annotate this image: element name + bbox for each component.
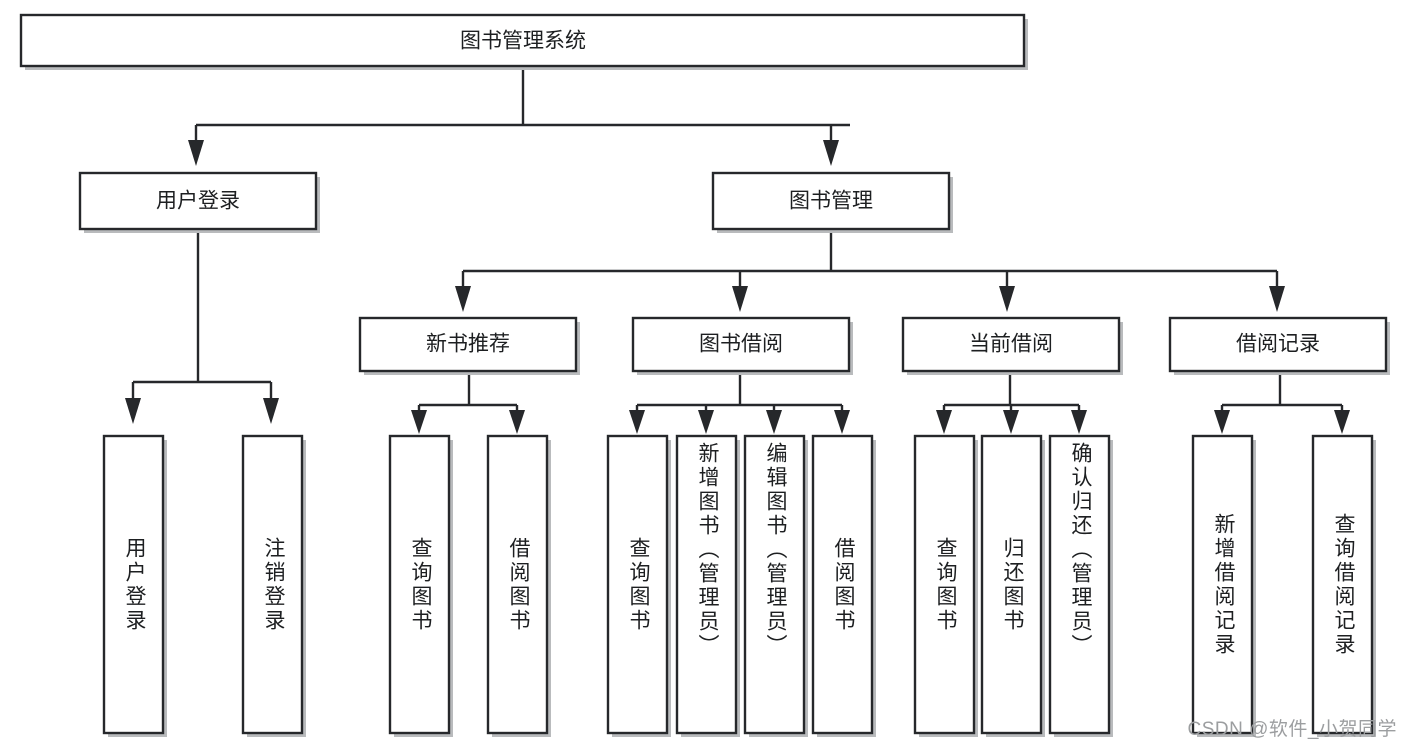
node-current-borrow[interactable]: 当前借阅 (901, 316, 1123, 375)
arrow-head-br-add-record (1214, 410, 1230, 434)
arrow-head-cb-confirm-return (1071, 410, 1087, 434)
arrow-head-nb-borrow-book (509, 410, 525, 434)
arrow-head-br-query-record (1334, 410, 1350, 434)
node-new-book-label: 新书推荐 (426, 333, 510, 356)
connector-group-new-book (411, 374, 525, 434)
leaf-cb-confirm-return-rect[interactable] (1048, 434, 1111, 735)
leaf-bb-add-book-rect[interactable] (675, 434, 738, 735)
leaf-borrow-record-group (1191, 434, 1376, 737)
arrow-head-cb-query-book (936, 410, 952, 434)
node-user-login[interactable]: 用户登录 (78, 171, 320, 233)
node-new-book[interactable]: 新书推荐 (358, 316, 580, 375)
leaf-current-borrow-group (913, 434, 1113, 737)
watermark-text: CSDN @软件_小贺同学 (1187, 719, 1397, 740)
leaf-bb-query-book-rect[interactable] (606, 434, 669, 735)
node-book-borrow-label: 图书借阅 (699, 333, 783, 356)
leaf-bb-borrow-book-rect[interactable] (811, 434, 874, 735)
connector-group-book-borrow (629, 374, 850, 434)
arrow-head-current-borrow (999, 286, 1015, 312)
leaf-nb-query-book-rect[interactable] (388, 434, 451, 735)
node-borrow-record-label: 借阅记录 (1236, 333, 1320, 356)
leaf-logout-rect[interactable] (241, 434, 304, 735)
node-borrow-record[interactable]: 借阅记录 (1168, 316, 1390, 375)
node-user-login-label: 用户登录 (156, 190, 240, 213)
node-book-manage-label: 图书管理 (789, 190, 873, 213)
connector-group-user-login (125, 232, 279, 424)
node-root-rect (19, 13, 1026, 68)
node-book-manage-rect (711, 171, 951, 231)
arrow-head-book-manage (823, 140, 839, 166)
arrow-head-new-book (455, 286, 471, 312)
node-current-borrow-label: 当前借阅 (969, 333, 1053, 356)
arrow-head-cb-return-book (1003, 410, 1019, 434)
arrow-head-borrow-record (1269, 286, 1285, 312)
node-book-manage[interactable]: 图书管理 (711, 171, 953, 233)
connector-group-root (188, 68, 850, 166)
arrow-head-bb-query-book (629, 410, 645, 434)
leaf-user-login-group (102, 434, 306, 737)
arrow-head-leaf-user-login (125, 398, 141, 424)
arrow-head-book-borrow (732, 286, 748, 312)
arrow-head-leaf-logout (263, 398, 279, 424)
node-borrow-record-rect (1168, 316, 1388, 373)
leaf-cb-query-book-rect[interactable] (913, 434, 976, 735)
leaf-cb-return-book-rect[interactable] (980, 434, 1043, 735)
node-user-login-rect (78, 171, 318, 231)
leaf-bb-edit-book-rect[interactable] (743, 434, 806, 735)
arrow-head-user-login (188, 140, 204, 166)
arrow-head-bb-borrow-book (834, 410, 850, 434)
arrow-head-bb-edit-book (766, 410, 782, 434)
arrow-head-bb-add-book (698, 410, 714, 434)
connector-group-current-borrow (936, 374, 1087, 434)
leaf-book-borrow-group (606, 434, 876, 737)
node-root-label: 图书管理系统 (460, 30, 586, 53)
connector-group-book-manage (455, 232, 1285, 312)
leaf-br-query-record-rect[interactable] (1311, 434, 1374, 735)
node-new-book-rect (358, 316, 578, 373)
leaf-nb-borrow-book-rect[interactable] (486, 434, 549, 735)
leaf-user-login-rect[interactable] (102, 434, 165, 735)
leaf-br-add-record-rect[interactable] (1191, 434, 1254, 735)
node-root[interactable]: 图书管理系统 (19, 13, 1028, 70)
node-current-borrow-rect (901, 316, 1121, 373)
leaf-new-book-group (388, 434, 551, 737)
node-book-borrow-rect (631, 316, 851, 373)
node-book-borrow[interactable]: 图书借阅 (631, 316, 853, 375)
connector-group-borrow-record (1214, 374, 1350, 434)
arrow-head-nb-query-book (411, 410, 427, 434)
